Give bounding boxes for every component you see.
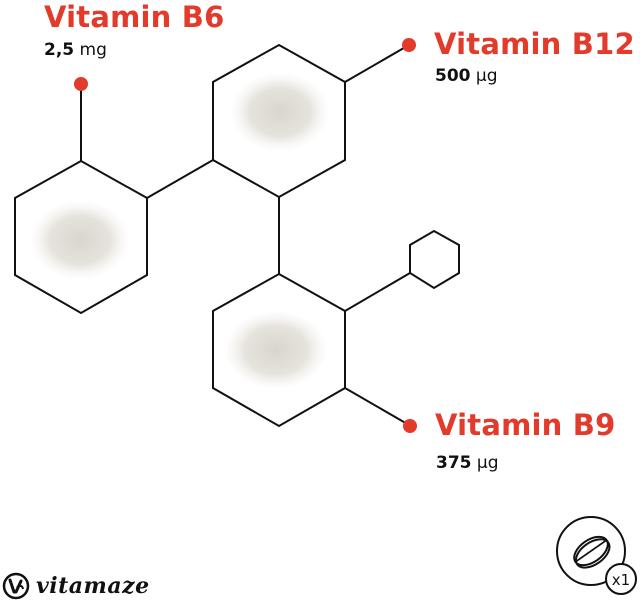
brand-logo: vitamaze [2,572,150,600]
tablet-icon [573,535,611,569]
marker-dot-b6 [74,77,88,91]
dose-count: x1 [612,571,630,589]
brand-name: vitamaze [36,573,150,599]
dose-unit: mg [79,40,107,60]
vitamaze-logo-icon [2,572,30,600]
dose-amount: 375 [436,453,472,473]
dose-unit: µg [475,66,498,86]
hexagon-small [409,229,460,290]
connector-b9 [344,387,410,426]
powder-bottom [224,310,328,390]
vitamin-b9-dose: 375 µg [436,455,499,472]
vitamin-b12-dose: 500 µg [435,68,498,85]
marker-dot-b12 [402,38,416,52]
dose-amount: 500 [435,66,471,86]
vitamin-b6-title: Vitamin B6 [44,0,225,34]
powder-top [230,72,330,152]
powder-left [30,200,130,280]
vitamin-b9-title: Vitamin B9 [435,408,616,442]
connector-b12 [344,44,410,83]
dose-unit: µg [476,453,499,473]
vitamin-b12-title: Vitamin B12 [434,27,635,61]
vitamin-b6-dose: 2,5 mg [44,42,107,59]
dose-amount: 2,5 [44,40,75,60]
dose-badge: x1 [554,514,640,604]
marker-dot-b9 [403,419,417,433]
